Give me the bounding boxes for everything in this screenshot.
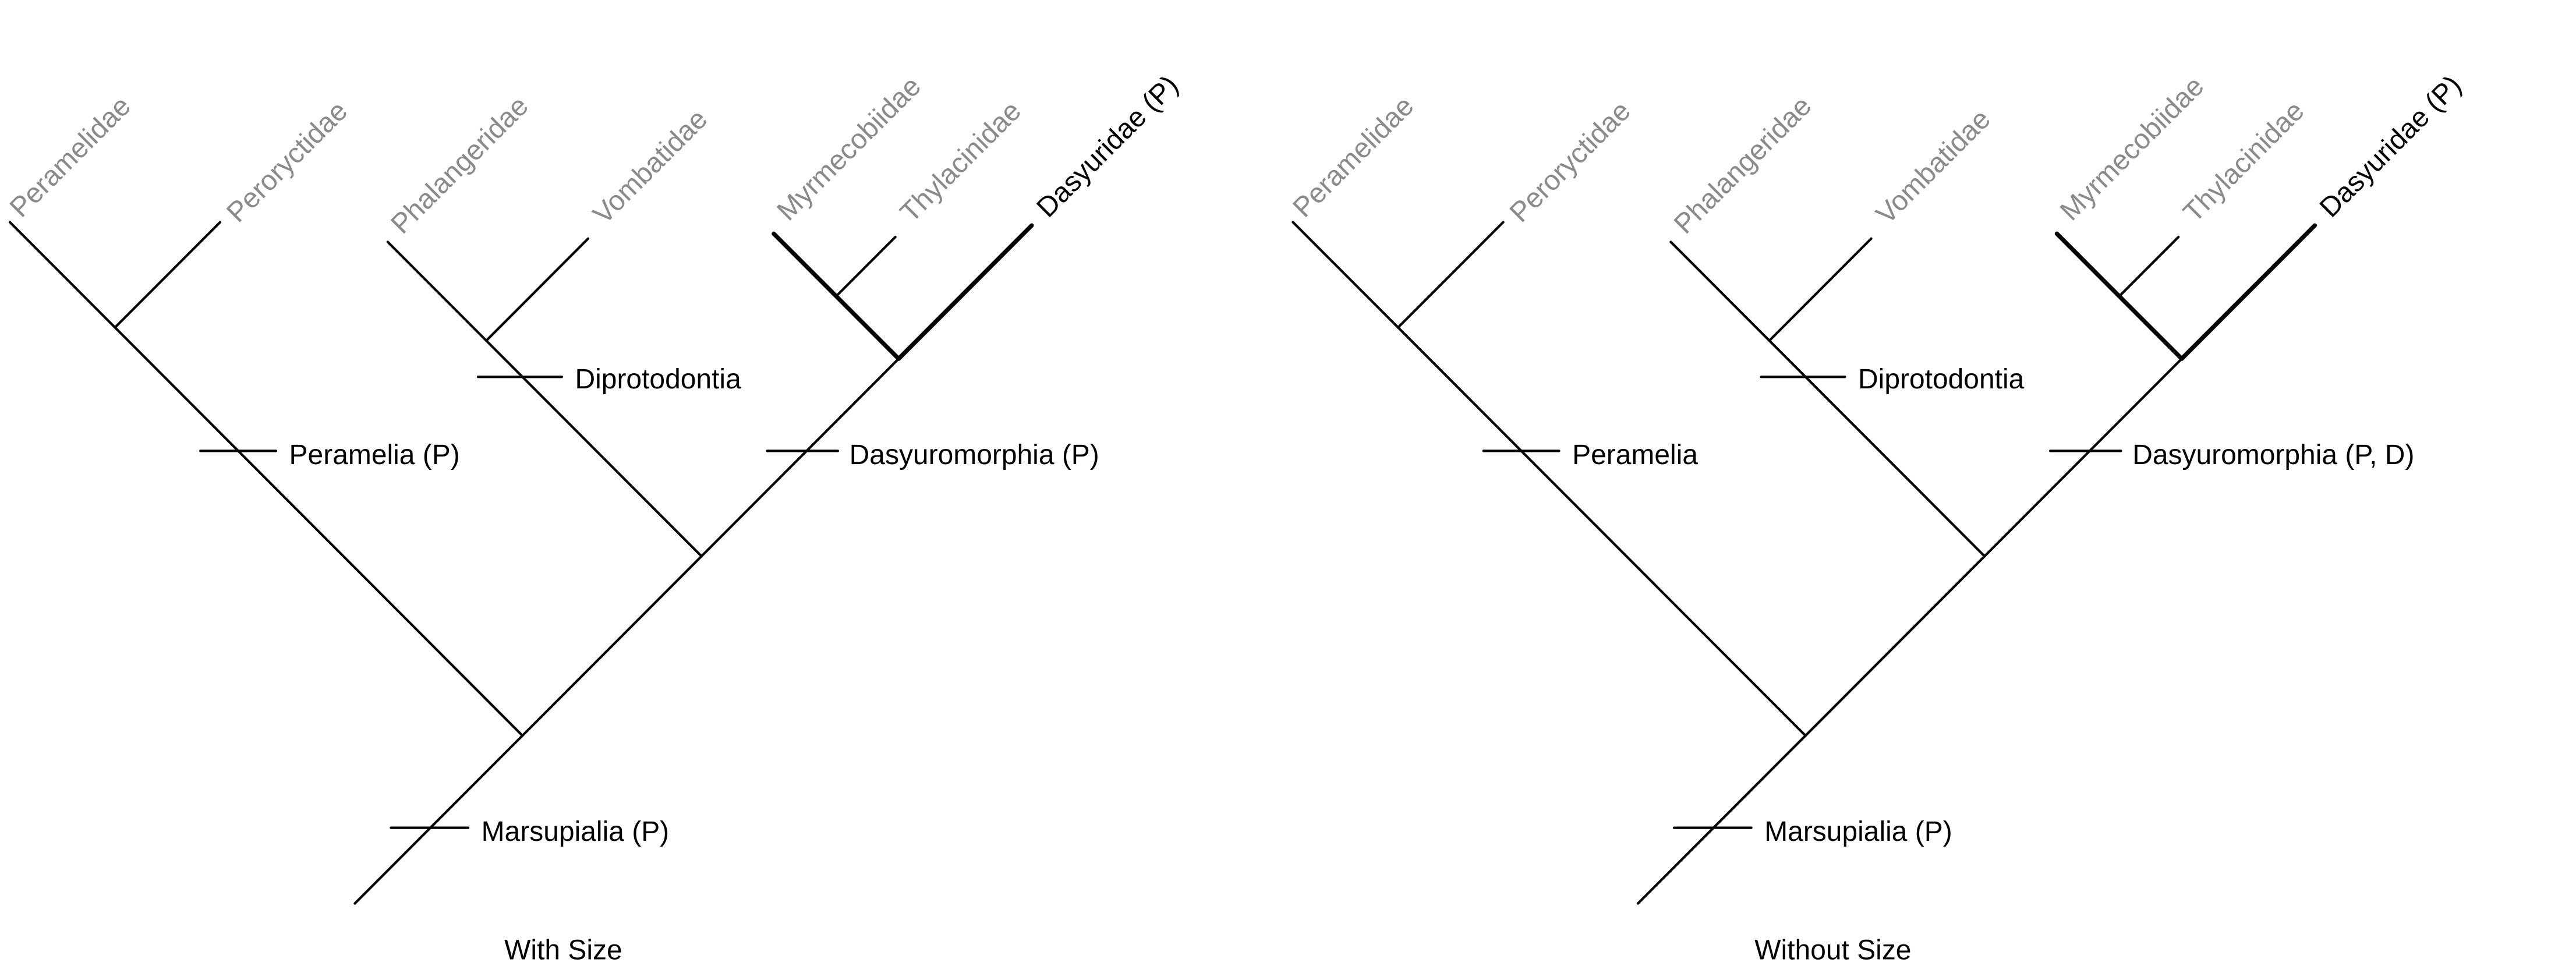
taxon-label-peroryctidae: Peroryctidae [1504,95,1637,228]
branch-thylacinidae [834,235,897,298]
tree-branches [8,221,1034,905]
taxon-label-vombatidae: Vombatidae [1870,104,1997,230]
taxon-labels: Peramelidae Peroryctidae Phalangeridae V… [4,70,1184,240]
branch-thylacinidae [2118,235,2180,298]
panel-caption-with-size: With Size [504,935,622,966]
taxon-label-dasyuridae: Dasyuridae (P) [2314,70,2468,224]
branch-peramelia-stem [1396,326,1807,737]
clade-label-marsupialia: Marsupialia (P) [482,816,669,847]
taxon-label-phalangeridae: Phalangeridae [1668,90,1817,240]
clade-label-marsupialia: Marsupialia (P) [1764,816,1952,847]
branch-peramelia-stem [114,326,524,737]
taxon-label-thylacinidae: Thylacinidae [2178,95,2310,228]
clade-labels: Diprotodontia Peramelia Dasyuromorphia (… [1572,364,2414,847]
branch-root-trunk [353,734,524,905]
branch-phalangeridae [386,240,488,342]
taxon-label-peramelidae: Peramelidae [4,90,137,223]
clade-label-peramelia: Peramelia (P) [289,440,460,470]
taxon-label-peroryctidae: Peroryctidae [221,95,353,228]
branch-peramelidae [1291,221,1400,329]
clade-label-peramelia: Peramelia [1572,440,1698,470]
branch-australidelphia-stem [521,555,703,737]
branch-peroryctidae [1396,221,1505,329]
clade-labels: Diprotodontia Peramelia (P) Dasyuromorph… [289,364,1099,847]
clade-label-diprotodontia: Diprotodontia [575,364,742,395]
branch-root-trunk [1636,734,1807,905]
taxon-labels: Peramelidae Peroryctidae Phalangeridae V… [1287,70,2468,240]
panel-without-size: Peramelidae Peroryctidae Phalangeridae V… [1287,70,2468,966]
taxon-label-peramelidae: Peramelidae [1287,90,1420,223]
taxon-label-thylacinidae: Thylacinidae [894,95,1027,228]
branch-dasyuridae [2179,223,2317,361]
taxon-label-phalangeridae: Phalangeridae [385,90,535,240]
branch-vombatidae [1768,237,1873,342]
tree-branches [1291,221,2317,905]
branch-dasyuridae [896,223,1034,361]
panel-caption-without-size: Without Size [1754,935,1911,966]
branch-phalangeridae [1669,240,1771,342]
branch-peramelidae [8,221,116,329]
clade-label-dasyuromorphia: Dasyuromorphia (P, D) [2132,440,2414,470]
branch-vombatidae [485,237,590,342]
clade-label-dasyuromorphia: Dasyuromorphia (P) [850,440,1099,470]
taxon-label-dasyuridae: Dasyuridae (P) [1031,70,1184,224]
clade-label-diprotodontia: Diprotodontia [1858,364,2025,395]
panel-with-size: Peramelidae Peroryctidae Phalangeridae V… [4,70,1184,966]
branch-australidelphia-stem [1804,555,1986,737]
taxon-label-vombatidae: Vombatidae [588,104,714,230]
branch-dasyuromorphia-stem [1983,357,2183,558]
branch-dasyuromorphia-stem [700,357,900,558]
branch-peroryctidae [114,221,222,329]
